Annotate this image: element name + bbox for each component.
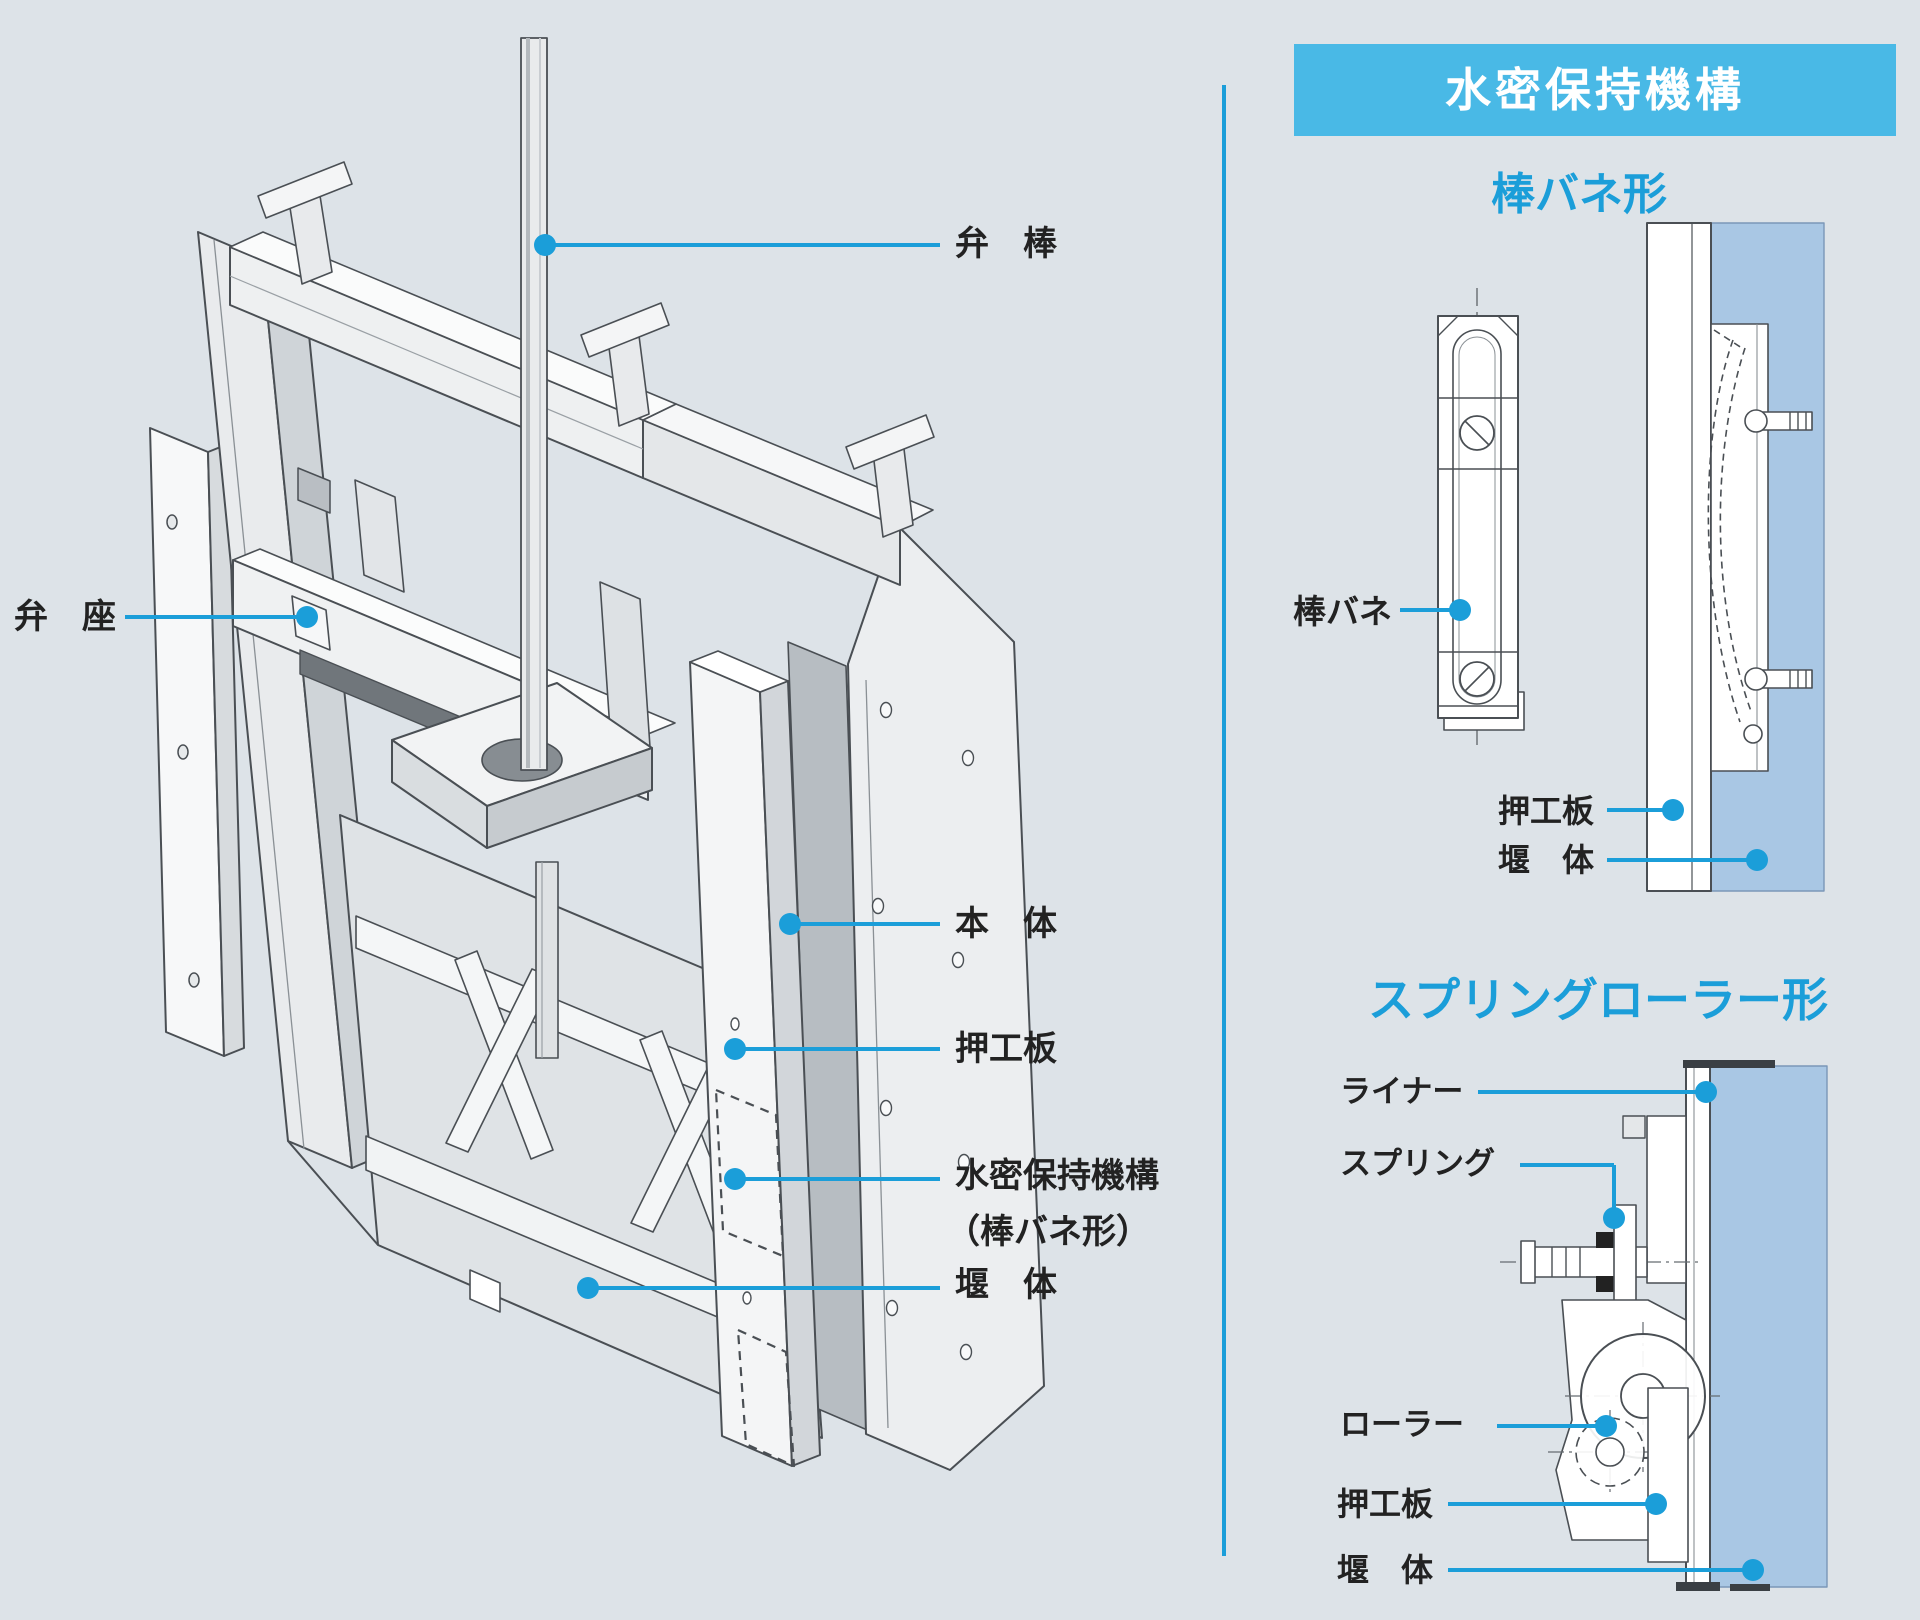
divider-line <box>1222 85 1226 1556</box>
bar-spring-side-view <box>1646 222 1825 892</box>
label-sr-pressing-plate: 押工板 <box>1337 1486 1434 1522</box>
label-bs-weir-body: 堰 体 <box>1498 842 1595 878</box>
spring-roller-title: スプリングローラー形 <box>1368 974 1828 1026</box>
label-bar-spring: 棒バネ <box>1293 593 1392 630</box>
label-body: 本 体 <box>955 905 1057 943</box>
spring-roller-view <box>1500 1060 1828 1591</box>
label-watertight-line1: 水密保持機構 <box>955 1157 1159 1195</box>
label-sr-weir-body: 堰 体 <box>1337 1552 1434 1588</box>
label-roller: ローラー <box>1340 1407 1464 1442</box>
label-liner: ライナー <box>1340 1074 1464 1109</box>
panel-header: 水密保持機構 <box>1294 44 1896 136</box>
label-bs-pressing-plate: 押工板 <box>1498 793 1595 829</box>
label-weir-body: 堰 体 <box>955 1266 1057 1304</box>
leader-lines <box>125 234 1768 1581</box>
bar-spring-title: 棒バネ形 <box>1491 170 1667 219</box>
main-gate-drawing <box>149 37 1045 1471</box>
label-watertight-line2: （棒バネ形） <box>946 1213 1150 1251</box>
bar-spring-front-view <box>1437 288 1525 745</box>
label-valve-seat: 弁 座 <box>14 598 116 636</box>
label-valve-stem: 弁 棒 <box>955 225 1057 263</box>
label-spring: スプリング <box>1340 1146 1495 1181</box>
label-pressing-plate: 押工板 <box>955 1030 1057 1068</box>
